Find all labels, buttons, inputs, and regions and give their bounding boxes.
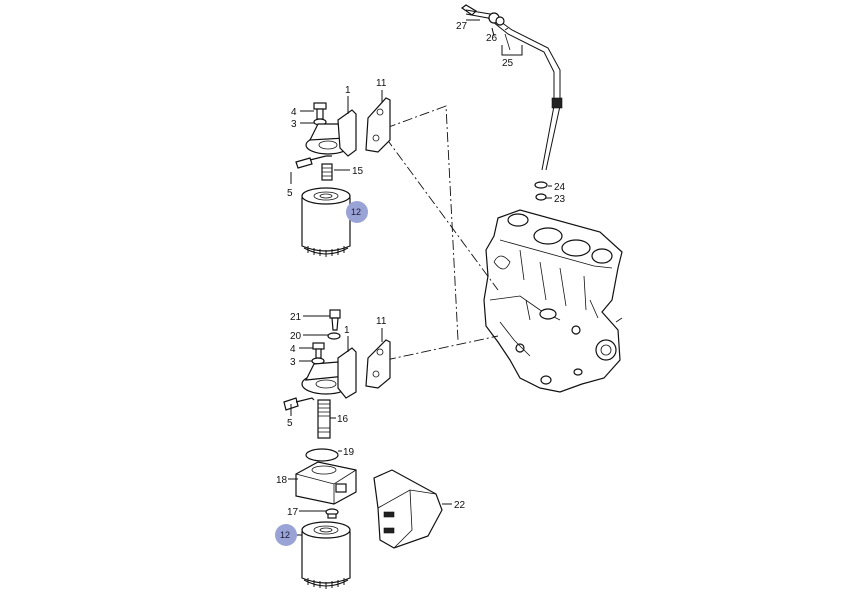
- callout-11-upper: 11: [376, 78, 387, 89]
- lower-bracket-11: [365, 339, 391, 389]
- lower-bolt-4: [312, 342, 325, 359]
- callout-5-lower: 5: [287, 418, 293, 429]
- upper-bolt-4: [313, 102, 327, 120]
- heat-shield-22: [373, 469, 443, 549]
- callout-15: 15: [352, 166, 364, 177]
- callout-11-lower: 11: [376, 316, 387, 327]
- lower-flange-1: [301, 347, 357, 399]
- callout-16: 16: [337, 414, 349, 425]
- callout-20: 20: [290, 331, 302, 342]
- callout-4-lower: 4: [290, 344, 296, 355]
- seal-23: [535, 193, 547, 201]
- callout-18: 18: [276, 475, 288, 486]
- callout-19: 19: [343, 447, 355, 458]
- lower-washer-20: [327, 332, 341, 340]
- callout-12-lower-text: 12: [280, 530, 290, 540]
- lower-o-ring-19: [305, 448, 339, 462]
- lower-bolt-5: [283, 397, 315, 411]
- callout-24: 24: [554, 182, 566, 193]
- callout-25: 25: [502, 58, 514, 69]
- callout-1-upper: 1: [345, 85, 351, 96]
- callouts: 27 26 25 24 23 4 3 1 11 15 5 12 21 20 4 …: [275, 21, 566, 546]
- callout-4-upper: 4: [291, 107, 297, 118]
- callout-21: 21: [290, 312, 302, 323]
- lower-oil-filter-12: [301, 521, 351, 589]
- lower-nut-17: [325, 508, 339, 519]
- callout-27: 27: [456, 21, 468, 32]
- callout-12-lower: 12: [275, 524, 297, 546]
- upper-bracket-11: [365, 97, 391, 153]
- callout-3-upper: 3: [291, 119, 297, 130]
- callout-22: 22: [454, 500, 466, 511]
- lower-pipe-16: [317, 399, 331, 439]
- callout-5-upper: 5: [287, 188, 293, 199]
- lower-cooler-18: [295, 461, 357, 505]
- upper-oil-filter-12: [301, 187, 351, 257]
- callout-12-upper-text: 12: [351, 207, 361, 217]
- callout-3-lower: 3: [290, 357, 296, 368]
- callout-17: 17: [287, 507, 299, 518]
- assembly-lines: [385, 105, 499, 361]
- engine-block: [483, 209, 623, 393]
- lower-switch-21: [329, 309, 341, 331]
- callout-23: 23: [554, 194, 566, 205]
- callout-1-lower: 1: [344, 325, 350, 336]
- dipstick-assembly: [460, 4, 563, 171]
- upper-flange-1: [295, 109, 357, 169]
- upper-nipple-15: [321, 163, 333, 181]
- callout-12-upper: 12: [346, 201, 368, 223]
- callout-26: 26: [486, 33, 498, 44]
- washer-24: [534, 181, 548, 189]
